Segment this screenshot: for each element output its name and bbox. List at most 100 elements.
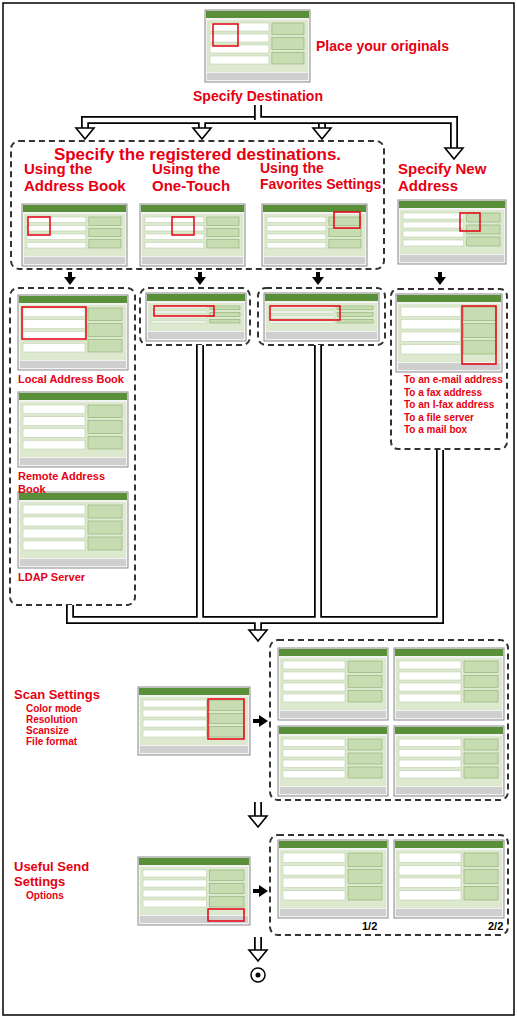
step-text: Using the One-Touch [152,160,252,195]
screen-button [348,767,382,778]
small-arrow-head [312,277,324,285]
screen-button [88,537,122,550]
screen-row [399,853,461,863]
screen-title-bar [397,295,501,302]
step-text: Useful Send Settings [14,860,138,890]
screen-row [23,405,85,414]
dashed-group [258,288,385,345]
screen-footer [396,711,502,718]
screen-button [337,313,373,317]
screen-button [88,505,122,518]
screen-body [396,736,502,786]
step-text: Using the Favorites Settings [260,160,384,192]
screen-row [401,345,461,355]
step-label: Using the One-Touch [152,160,252,195]
page-number: 2/2 [488,920,503,932]
screenshot [398,200,506,264]
step-text: Place your originals [316,38,511,54]
screen-row [23,440,85,449]
screen-frame [205,10,310,82]
screen-title-bar [139,858,249,865]
hollow-arrow-head [445,148,463,159]
screen-frame [278,648,388,720]
screen-button [88,324,122,337]
screen-footer [148,332,244,339]
screen-row [151,311,207,313]
screen-body [140,697,248,745]
screen-button [209,727,244,737]
screen-body [280,736,386,786]
screen-footer [20,559,126,566]
small-arrow-head [194,277,206,285]
screen-frame [18,492,128,568]
screen-row [23,320,85,329]
screen-footer [207,73,308,80]
highlight-box [208,699,244,739]
step-text: To an e-mail address [404,374,506,387]
step-text: To a mail box [404,424,506,437]
step-text: Local Address Book [18,373,133,386]
screen-button [464,307,496,321]
screen-row [143,700,206,707]
screen-footer [266,332,377,339]
step-text: Color mode [14,703,136,714]
screen-button [464,739,498,750]
screen-frame [18,295,128,370]
step-label: Scan SettingsColor modeResolutionScansiz… [14,688,136,747]
step-text: Using the Address Book [24,160,146,195]
screen-body [398,304,500,362]
screenshot [138,857,250,925]
screen-title-bar [19,393,127,400]
screen-row [283,866,345,876]
flow-line-fill [256,937,261,950]
screen-frame [138,687,250,755]
screen-title-bar [263,205,366,212]
screen-footer [20,361,126,368]
hollow-arrow-head [249,816,267,827]
screen-row [143,730,206,737]
screen-frame [278,726,388,796]
screen-row [283,672,345,680]
screen-title-bar [279,649,387,656]
screen-button [464,340,496,354]
screen-footer [280,711,386,718]
highlight-box [334,212,360,228]
screenshot [138,687,250,755]
screen-button [88,436,122,449]
dashed-group [270,835,508,935]
step-text: Specify Destination [170,88,346,104]
screen-body [142,214,243,256]
screen-title-bar [265,294,378,301]
screen-frame [278,840,388,918]
hollow-arrow-head [313,128,331,139]
flow-line-outline [254,802,262,816]
screen-row [283,878,345,888]
flow-line-fill [256,802,261,816]
screen-frame [394,648,504,720]
step-text: To an I-fax address [404,399,506,412]
highlight-box [28,217,50,235]
screen-body [264,214,365,256]
small-arrow-head [434,277,446,285]
screen-button [464,767,498,778]
screen-row [283,750,345,758]
screen-row [283,760,345,768]
screen-row [27,217,86,223]
screen-row [401,332,461,342]
screenshot [18,492,128,568]
screen-title-bar [19,296,127,303]
screen-footer [264,257,365,264]
screen-button [464,676,498,688]
step-label: Using the Favorites Settings [260,160,384,192]
screen-body [400,210,504,254]
screen-row [145,243,204,249]
screen-row [23,417,85,426]
screen-row [399,683,461,691]
screenshot [394,726,504,796]
step-text: Scansize [14,725,136,736]
hollow-arrow-head [249,950,267,961]
screen-body [20,402,126,457]
screen-button [88,421,122,434]
dashed-group [10,288,135,605]
step-label: Using the Address Book [24,160,146,195]
